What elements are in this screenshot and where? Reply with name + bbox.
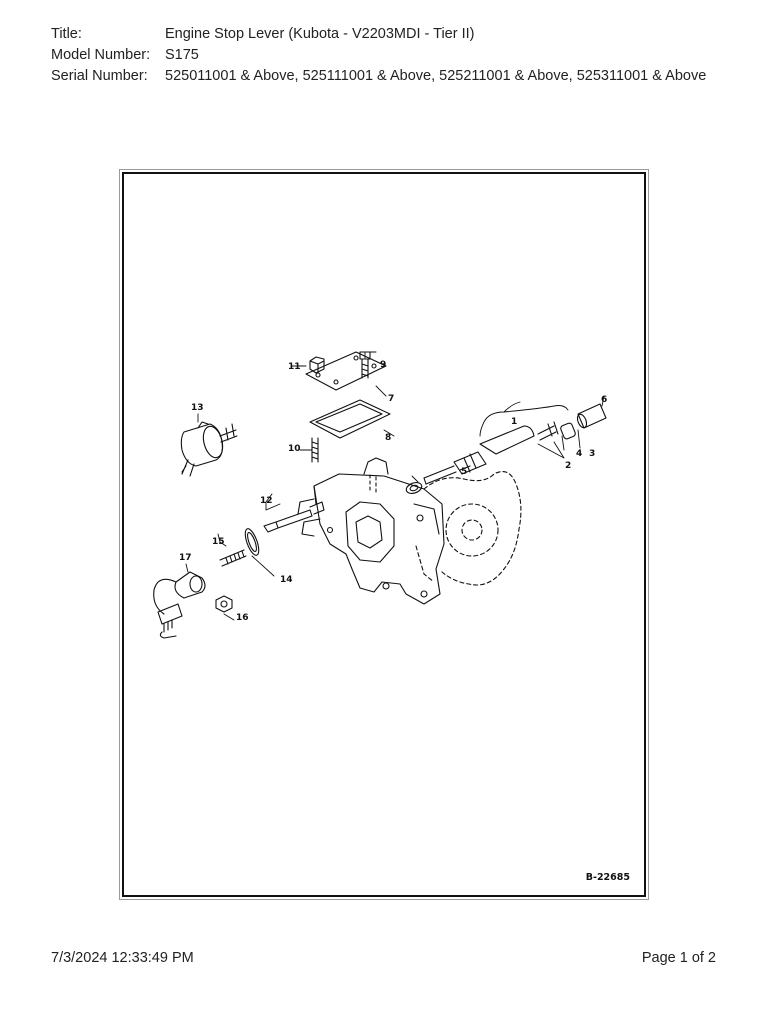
model-label: Model Number: <box>51 47 151 63</box>
o-ring-14 <box>244 528 260 556</box>
document-header: Title: Engine Stop Lever (Kubota - V2203… <box>51 26 721 89</box>
gear-case-housing <box>297 457 445 605</box>
callout-1: 1 <box>511 417 517 427</box>
serial-label: Serial Number: <box>51 68 148 84</box>
nut-16 <box>215 595 233 613</box>
title-label: Title: <box>51 26 82 42</box>
callout-11: 11 <box>288 362 301 372</box>
callout-9: 9 <box>380 360 386 370</box>
cap-6 <box>577 403 607 429</box>
gear-train-outline <box>415 471 522 586</box>
callout-8: 8 <box>385 433 391 443</box>
nut-3 <box>560 422 576 440</box>
seal-5 <box>405 482 423 494</box>
title-value: Engine Stop Lever (Kubota - V2203MDI - T… <box>165 26 475 42</box>
model-value: S175 <box>165 47 199 63</box>
title-row: Title: Engine Stop Lever (Kubota - V2203… <box>51 26 721 43</box>
callout-12: 12 <box>260 496 273 506</box>
callout-leaders <box>185 351 605 621</box>
serial-value: 525011001 & Above, 525111001 & Above, 52… <box>165 68 707 84</box>
stop-shaft-12 <box>263 501 325 533</box>
callout-14: 14 <box>280 575 293 585</box>
callout-17: 17 <box>179 553 192 563</box>
exploded-view-drawing: 1 2 3 4 5 6 7 8 9 10 11 12 13 14 15 16 1… <box>153 351 607 639</box>
callout-3: 3 <box>589 449 595 459</box>
nut-11 <box>309 356 325 374</box>
callout-5: 5 <box>461 467 467 477</box>
housing-sleeve <box>479 425 535 455</box>
stop-lever-assembly <box>405 403 607 494</box>
callout-13: 13 <box>191 403 204 413</box>
parts-diagram-frame: 1 2 3 4 5 6 7 8 9 10 11 12 13 14 15 16 1… <box>119 169 649 900</box>
callout-16: 16 <box>236 613 249 623</box>
stud-10 <box>311 437 319 463</box>
drawing-number: B-22685 <box>585 872 630 883</box>
callout-4: 4 <box>576 449 582 459</box>
callout-numbers: 1 2 3 4 5 6 7 8 9 10 11 12 13 14 15 16 1… <box>179 360 607 623</box>
callout-2: 2 <box>565 461 571 471</box>
callout-7: 7 <box>388 394 394 404</box>
spring-15 <box>219 549 247 567</box>
model-row: Model Number: S175 <box>51 47 721 64</box>
callout-10: 10 <box>288 444 301 454</box>
serial-row: Serial Number: 525011001 & Above, 525111… <box>51 68 721 85</box>
parts-diagram: 1 2 3 4 5 6 7 8 9 10 11 12 13 14 15 16 1… <box>122 172 646 897</box>
page-indicator: Page 1 of 2 <box>641 950 716 966</box>
print-timestamp: 7/3/2024 12:33:49 PM <box>51 950 194 966</box>
stop-solenoid-13 <box>180 421 238 477</box>
callout-15: 15 <box>212 537 225 547</box>
callout-6: 6 <box>601 395 607 405</box>
gasket-8 <box>309 399 391 439</box>
connector-harness-17 <box>153 571 206 639</box>
cover-plate-7 <box>305 351 387 391</box>
